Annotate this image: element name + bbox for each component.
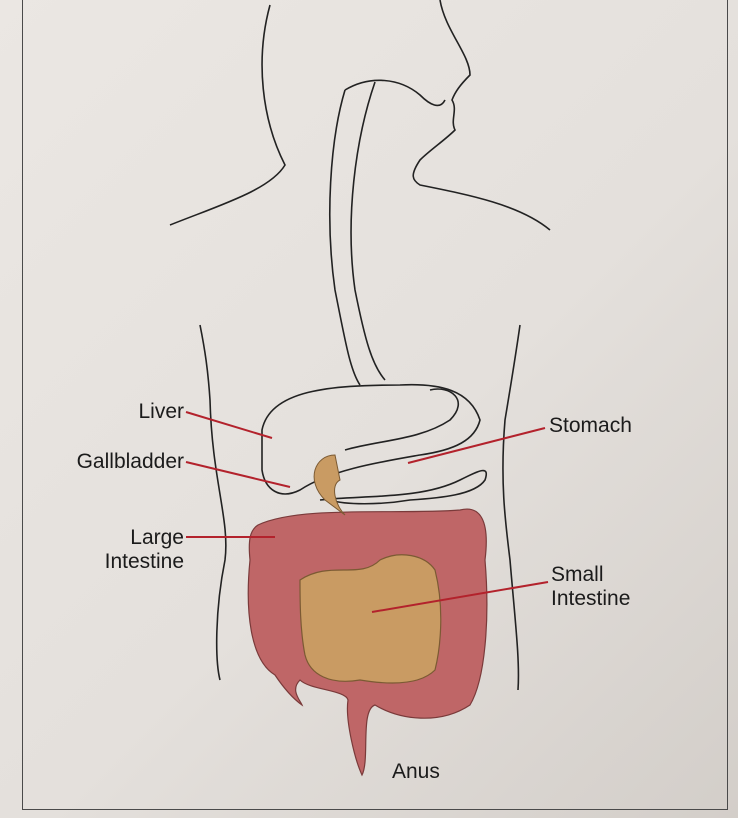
small-intestine bbox=[299, 554, 442, 684]
label-gallbladder: Gallbladder bbox=[76, 450, 184, 473]
duodenum bbox=[313, 454, 346, 516]
esophagus bbox=[329, 79, 446, 386]
liver-outline bbox=[261, 383, 481, 495]
label-small-intestine-line2: Intestine bbox=[551, 587, 631, 610]
torso-right bbox=[502, 324, 521, 691]
torso-left bbox=[199, 324, 227, 681]
stomach-outline bbox=[319, 388, 487, 505]
head-outline bbox=[169, 4, 286, 226]
label-large-intestine: Large Intestine bbox=[60, 526, 184, 574]
label-stomach: Stomach bbox=[549, 414, 632, 437]
label-small-intestine: Small Intestine bbox=[551, 563, 630, 611]
small-intestine-leader-line bbox=[371, 581, 549, 613]
liver-leader-line bbox=[185, 411, 273, 439]
gallbladder-leader-line bbox=[185, 461, 291, 488]
page-frame bbox=[22, 0, 728, 810]
stomach-leader-line bbox=[407, 427, 546, 464]
label-small-intestine-line1: Small bbox=[551, 563, 604, 586]
label-large-intestine-line2: Intestine bbox=[104, 550, 184, 573]
label-anus: Anus bbox=[392, 760, 440, 783]
label-liver: Liver bbox=[138, 400, 184, 423]
face-outline bbox=[412, 0, 551, 231]
label-large-intestine-line1: Large bbox=[130, 526, 184, 549]
